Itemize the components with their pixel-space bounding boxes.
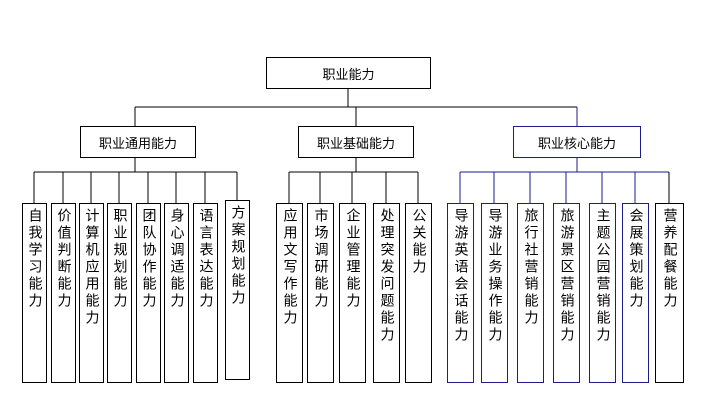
leaf-node: 旅行社营销能力	[517, 203, 544, 383]
leaf-node: 价值判断能力	[51, 203, 76, 383]
group-node-core: 职业核心能力	[513, 126, 641, 158]
leaf-node: 市场调研能力	[307, 203, 334, 383]
root-label: 职业能力	[322, 67, 375, 83]
leaf-node: 公关能力	[405, 203, 432, 383]
leaf-label: 旅游景区营销能力	[558, 208, 575, 344]
leaf-node: 身心调适能力	[164, 203, 189, 383]
group-node-general: 职业通用能力	[80, 126, 196, 158]
leaf-label: 计算机应用能力	[83, 208, 100, 327]
leaf-label: 会展策划能力	[627, 208, 644, 310]
group-label: 职业核心能力	[537, 136, 616, 152]
leaf-label: 公关能力	[410, 208, 427, 276]
leaf-node: 导游英语会话能力	[447, 203, 474, 383]
leaf-node: 方案规划能力	[225, 200, 250, 380]
leaf-label: 语言表达能力	[197, 208, 214, 310]
leaf-node: 语言表达能力	[193, 203, 218, 383]
leaf-label: 身心调适能力	[168, 208, 185, 310]
leaf-label: 价值判断能力	[55, 208, 72, 310]
leaf-label: 应用文写作能力	[281, 208, 298, 327]
leaf-label: 方案规划能力	[229, 205, 246, 307]
leaf-node: 应用文写作能力	[276, 203, 303, 383]
leaf-label: 市场调研能力	[312, 208, 329, 310]
leaf-node: 企业管理能力	[339, 203, 366, 383]
leaf-label: 团队协作能力	[140, 208, 157, 310]
leaf-node: 旅游景区营销能力	[553, 203, 580, 383]
leaf-label: 企业管理能力	[344, 208, 361, 310]
leaf-label: 主题公园营销能力	[594, 208, 611, 344]
leaf-node: 自我学习能力	[22, 203, 47, 383]
group-node-basic: 职业基础能力	[298, 126, 414, 158]
group-label: 职业基础能力	[316, 136, 395, 152]
leaf-node: 计算机应用能力	[79, 203, 104, 383]
leaf-node: 团队协作能力	[136, 203, 161, 383]
leaf-label: 导游英语会话能力	[452, 208, 469, 344]
leaf-label: 营养配餐能力	[661, 208, 678, 310]
leaf-node: 职业规划能力	[107, 203, 132, 383]
leaf-node: 处理突发问题能力	[373, 203, 400, 383]
leaf-label: 处理突发问题能力	[378, 208, 395, 344]
leaf-node: 营养配餐能力	[655, 203, 684, 383]
leaf-node: 导游业务操作能力	[481, 203, 508, 383]
leaf-label: 自我学习能力	[26, 208, 43, 310]
group-label: 职业通用能力	[98, 136, 177, 152]
leaf-label: 职业规划能力	[111, 208, 128, 310]
root-node: 职业能力	[266, 57, 431, 89]
leaf-label: 旅行社营销能力	[522, 208, 539, 327]
leaf-label: 导游业务操作能力	[486, 208, 503, 344]
leaf-node: 主题公园营销能力	[589, 203, 616, 383]
leaf-node: 会展策划能力	[622, 203, 649, 383]
